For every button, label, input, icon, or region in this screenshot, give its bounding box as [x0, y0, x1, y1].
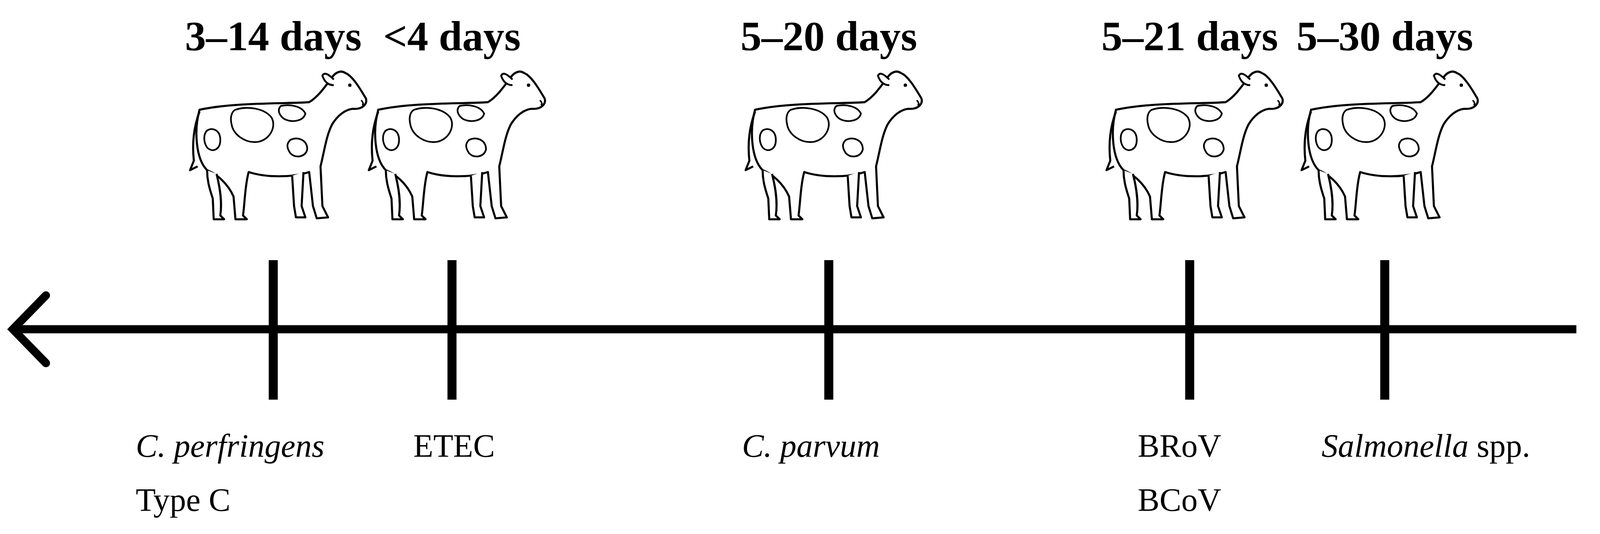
pathogen-name: BCoV	[1137, 483, 1222, 517]
pathogen-name: C. parvum	[741, 429, 880, 463]
calf-illustration	[745, 71, 922, 220]
axis-arrowhead	[12, 295, 46, 364]
calf-illustration	[189, 71, 367, 220]
pathogen-name: C. perfringens	[135, 429, 325, 463]
tick-mark	[1185, 260, 1195, 400]
age-range: <4 days	[383, 15, 521, 58]
age-range: 3–14 days	[184, 15, 362, 58]
tick-mark	[824, 260, 834, 400]
tick-mark	[268, 260, 278, 400]
calf-illustration	[368, 71, 545, 220]
species-suffix: spp.	[1468, 427, 1531, 465]
calf-illustration	[1106, 71, 1283, 220]
pathogen-type: Type C	[135, 483, 231, 517]
age-range: 5–30 days	[1296, 15, 1473, 58]
tick-mark	[1380, 260, 1390, 400]
age-range: 5–21 days	[1101, 15, 1278, 58]
pathogen-name: Salmonella spp.	[1321, 429, 1531, 463]
timeline-axis	[14, 325, 1577, 334]
pathogen-name: ETEC	[413, 429, 495, 463]
age-range: 5–20 days	[740, 15, 917, 58]
tick-mark	[447, 260, 457, 400]
genus-name: Salmonella	[1321, 427, 1469, 465]
pathogen-name: BRoV	[1137, 429, 1222, 463]
calf-illustration	[1301, 71, 1478, 220]
